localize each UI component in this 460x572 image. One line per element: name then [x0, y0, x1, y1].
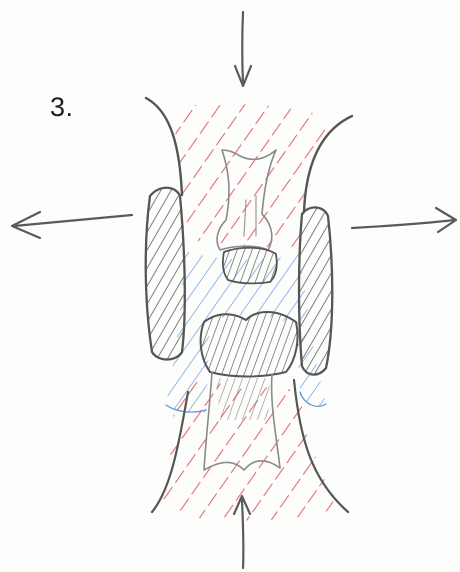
arrow-right	[352, 208, 456, 232]
arrow-left	[12, 212, 132, 238]
lower-bone-head	[201, 312, 298, 377]
left-lateral-pad	[146, 188, 185, 360]
upper-bone-condyle	[223, 248, 277, 284]
lower-bone-hatch	[216, 378, 270, 420]
right-lateral-pad	[299, 207, 332, 374]
arrow-down-top	[235, 12, 251, 86]
arrow-up-bottom	[234, 496, 250, 568]
